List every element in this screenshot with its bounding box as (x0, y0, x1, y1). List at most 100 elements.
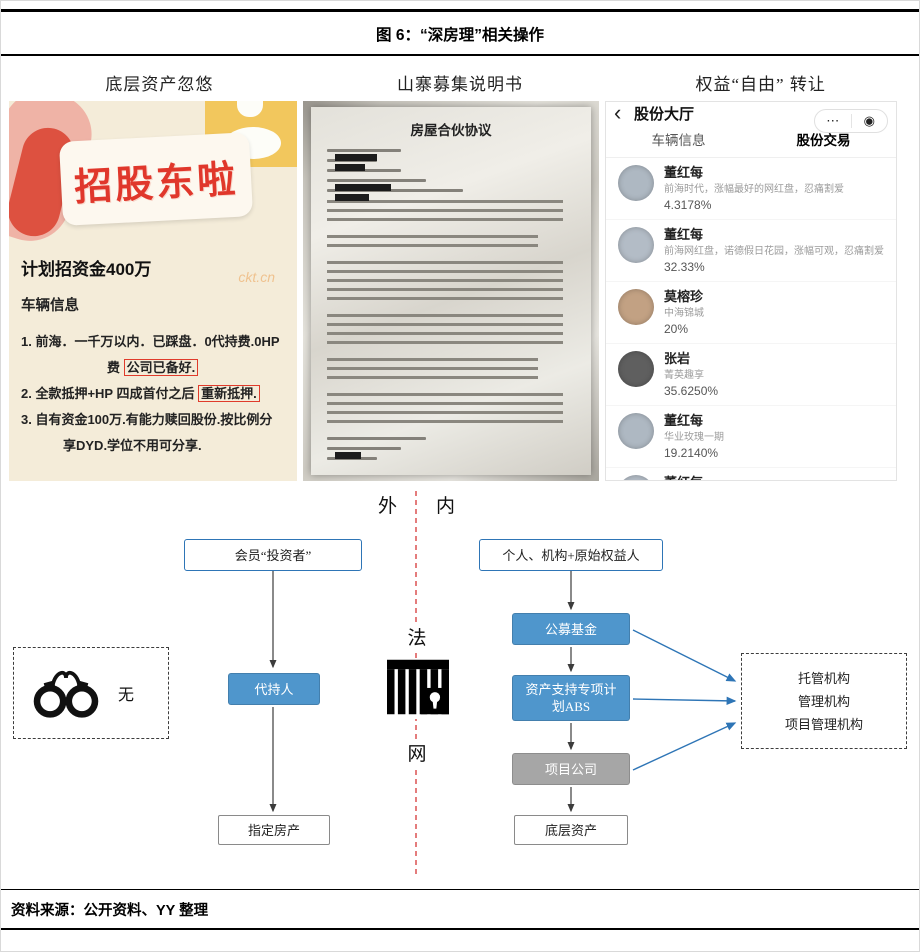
evidence-panels: 招股东啦 ckt.cn 计划招资金400万 车辆信息 1. 前海．一千万以内．已… (1, 95, 919, 481)
headline-text: 招股东啦 (73, 158, 240, 209)
flyer-line-1: 1. 前海．一千万以内．已踩盘．0代持费.0HP (21, 334, 280, 349)
red-highlight-box: 重新抵押. (198, 385, 260, 402)
document-title: 房屋合伙协议 (410, 123, 492, 138)
vehicle-info-heading: 车辆信息 (21, 298, 79, 314)
handcuffs-icon (30, 662, 102, 725)
listing-row[interactable]: 张岩 菁英趣享 35.6250% (606, 344, 896, 406)
text-line (327, 189, 464, 202)
text-line (327, 159, 377, 172)
paragraph-block (327, 314, 563, 350)
trustee-institutions-box: 托管机构 管理机构 项目管理机构 (741, 653, 907, 749)
flyer-line-3: 2. 全款抵押+HP 四成首付之后 重新抵押. (21, 381, 285, 407)
seller-name: 董红每 (664, 227, 704, 242)
fundraise-plan-text: 计划招资金400万 (21, 260, 152, 279)
flyer-terms: 1. 前海．一千万以内．已踩盘．0代持费.0HP 费 公司已备好. 2. 全款抵… (21, 329, 285, 459)
seller-name: 董红每 (664, 165, 704, 180)
listing-description: 华业玫瑰一期 (664, 432, 724, 443)
text-line (327, 447, 402, 460)
seller-name: 董红每 (664, 475, 734, 480)
prospectus-photo: 房屋合伙协议 (303, 101, 599, 481)
app-tab-bar: 车辆信息 股份交易 (606, 124, 896, 158)
listing-description: 中海锦城 (664, 308, 704, 319)
egg-shell-decoration (237, 101, 263, 117)
avatar (618, 227, 654, 263)
back-icon[interactable]: ‹ (614, 101, 622, 125)
tab-share-trading[interactable]: 股份交易 (796, 133, 851, 148)
flyer-body: 计划招资金400万 车辆信息 1. 前海．一千万以内．已踩盘．0代持费.0HP … (9, 241, 297, 469)
seller-name: 张岩 (664, 351, 691, 366)
flow-box-proxy-holder: 代持人 (228, 673, 320, 705)
share-app-screenshot: ‹ 股份大厅 ⋯ ◉ 车辆信息 股份交易 董红每 前海时代，涨幅最好的网红盘，忍… (605, 101, 897, 481)
tab-vehicle-info[interactable]: 车辆信息 (651, 133, 706, 148)
paragraph-block (327, 358, 538, 385)
no-supervision-box: 无 (13, 647, 169, 739)
law-label: 法 (399, 623, 435, 650)
watermark-text: ckt.cn (238, 269, 275, 285)
headline-banner: 招股东啦 (58, 132, 254, 226)
avatar (618, 289, 654, 325)
text-line (327, 179, 427, 192)
flyer-line-2-prefix: 费 (107, 360, 121, 375)
avatar (618, 475, 654, 480)
avatar (618, 351, 654, 387)
bottom-rule (1, 928, 919, 930)
paragraph-block (327, 200, 563, 227)
share-percentage: 4.3178% (664, 198, 712, 212)
listing-row[interactable]: 董红每 华业玫瑰一期 19.2140% (606, 406, 896, 468)
outside-label: 外 (375, 491, 401, 518)
flow-box-project-company: 项目公司 (512, 753, 630, 785)
share-percentage: 35.6250% (664, 384, 719, 398)
top-rule (1, 9, 919, 12)
listing-description: 菁英趣享 (664, 370, 704, 381)
paragraph-block (327, 393, 563, 429)
flyer-line-3-prefix: 2. 全款抵押+HP 四成首付之后 (21, 386, 195, 401)
trustee-line-custodian: 托管机构 (797, 670, 850, 686)
paragraph-block (327, 235, 538, 253)
flow-box-designated-property: 指定房产 (218, 815, 330, 845)
none-label: 无 (118, 687, 135, 704)
red-highlight-box: 公司已备好. (123, 359, 199, 376)
app-nav-bar: ‹ 股份大厅 ⋯ ◉ (606, 101, 896, 133)
listing-description: 前海时代，涨幅最好的网红盘，忍痛割爱 (664, 184, 844, 195)
structure-diagram: 外 内 会员“投资者” 代持人 指定房产 (1, 487, 919, 885)
share-percentage: 19.2140% (664, 446, 719, 460)
flyer-line-5: 享DYD.学位不用可分享. (63, 438, 202, 453)
listing-row[interactable]: 董红每 前海网红盘，诺德假日花园，涨幅可观，忍痛割爱 32.33% (606, 220, 896, 282)
caption-right: 权益“自由” 转让 (695, 75, 826, 94)
app-title: 股份大厅 (634, 105, 695, 123)
flyer-line-4: 3. 自有资金100万.有能力赎回股份.按比例分 (21, 412, 273, 427)
capsule-menu: ⋯ ◉ (814, 109, 888, 133)
inside-label: 内 (433, 491, 459, 518)
caption-middle: 山寨募集说明书 (397, 75, 523, 94)
redacted-text-lines (327, 149, 575, 460)
source-rule (1, 889, 919, 890)
share-percentage: 20% (664, 322, 689, 336)
figure-title: 图 6：“深房理”相关操作 (376, 27, 544, 44)
text-line (327, 149, 402, 162)
source-note: 资料来源：公开资料、YY 整理 (11, 903, 209, 919)
capsule-divider (850, 114, 852, 128)
paragraph-block (327, 261, 563, 306)
jail-bars-icon (385, 659, 451, 719)
trustee-line-manager: 管理机构 (797, 693, 850, 709)
seller-name: 莫榕珍 (664, 289, 704, 304)
flyer-image: 招股东啦 ckt.cn 计划招资金400万 车辆信息 1. 前海．一千万以内．已… (9, 101, 297, 481)
flow-box-original-rights-holder: 个人、机构+原始权益人 (479, 539, 663, 571)
minimize-target-icon[interactable]: ◉ (863, 113, 875, 128)
listing-row[interactable]: 董红每 前海时代，涨幅最好的网红盘，忍痛割爱 4.3178% (606, 158, 896, 220)
title-rule (1, 54, 919, 56)
panel-captions: 底层资产忽悠 山寨募集说明书 权益“自由” 转让 (1, 70, 919, 95)
listing-row[interactable]: 董红每 中海阳光玫瑰苑 24% (606, 468, 896, 480)
seller-name: 董红每 (664, 413, 704, 428)
more-icon[interactable]: ⋯ (826, 113, 840, 128)
avatar (618, 165, 654, 201)
flow-box-public-fund: 公募基金 (512, 613, 630, 645)
listing-row[interactable]: 莫榕珍 中海锦城 20% (606, 282, 896, 344)
trustee-line-project-manager: 项目管理机构 (784, 716, 863, 732)
net-label: 网 (399, 739, 435, 766)
flyer-line-2: 费 公司已备好. (21, 355, 285, 381)
caption-left: 底层资产忽悠 (105, 75, 214, 94)
flow-box-abs-plan: 资产支持专项计 划ABS (512, 675, 630, 721)
listing-description: 前海网红盘，诺德假日花园，涨幅可观，忍痛割爱 (664, 246, 884, 257)
